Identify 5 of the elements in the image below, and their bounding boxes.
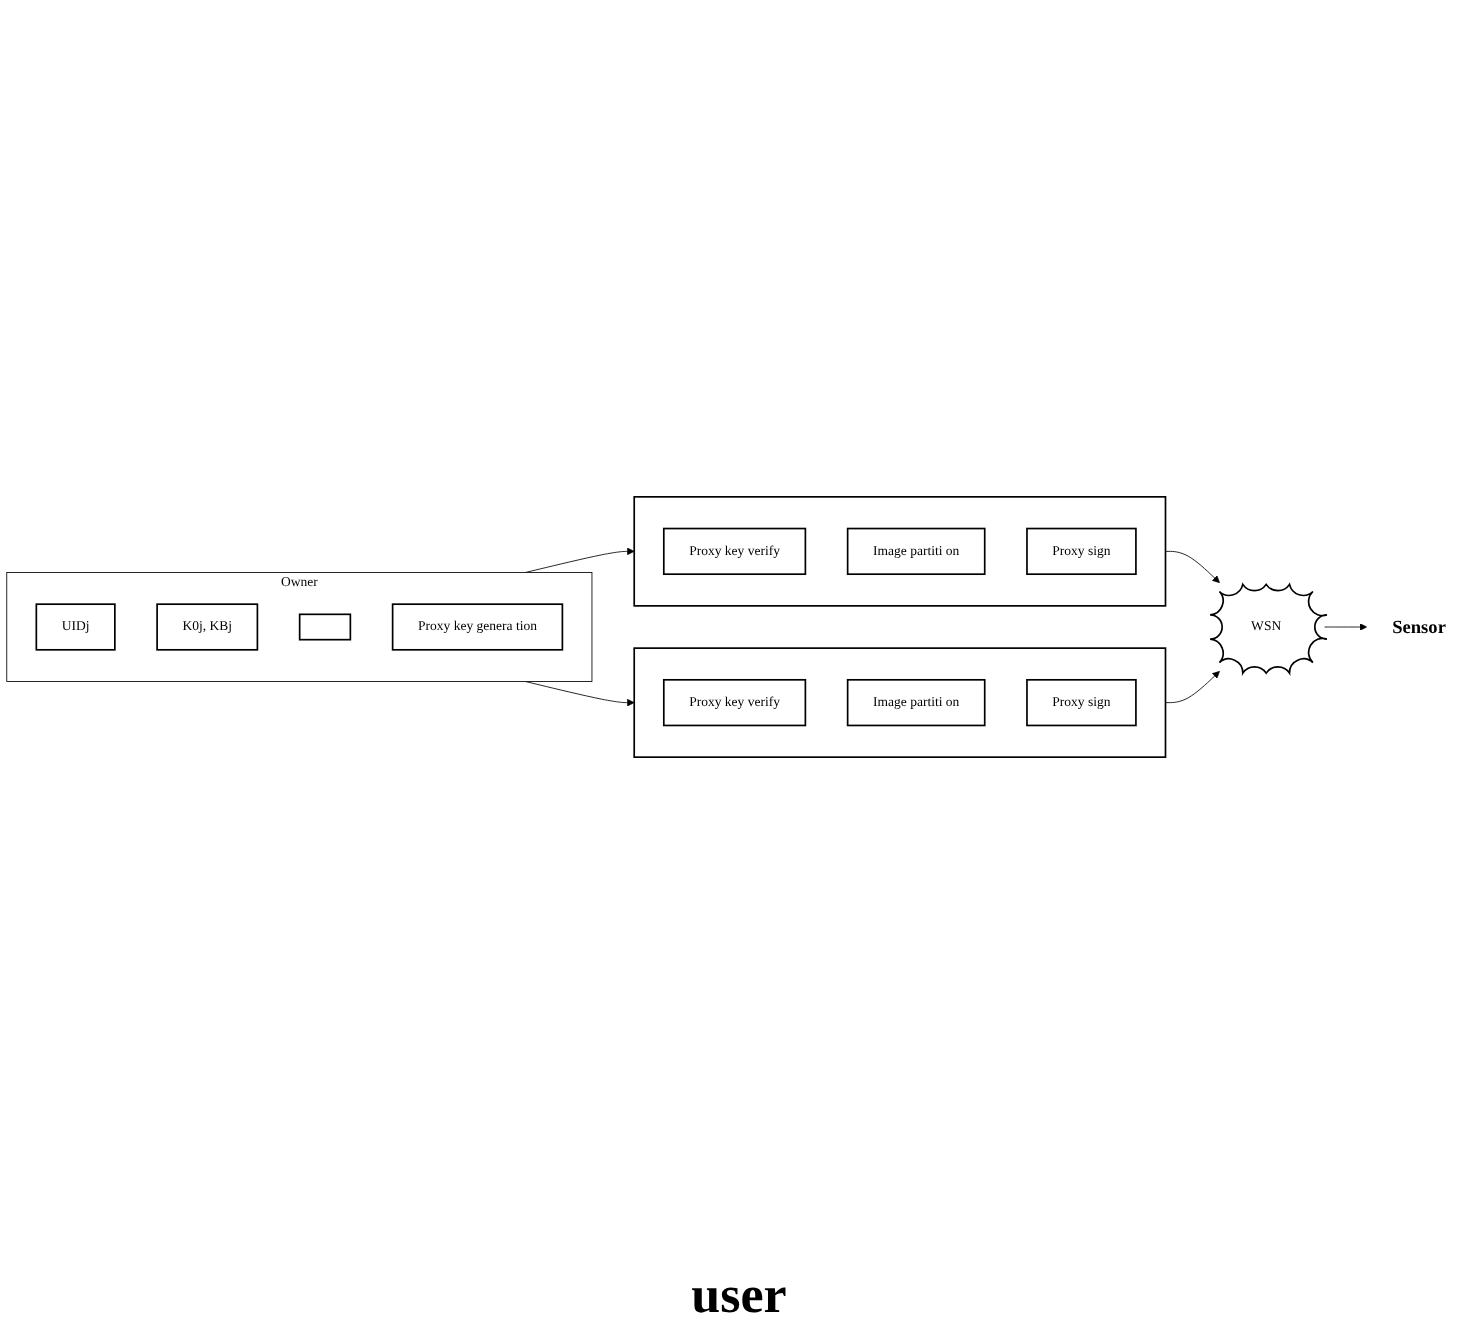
node-box bbox=[298, 613, 352, 641]
node-text: Sensor bbox=[1392, 616, 1446, 638]
cluster bbox=[633, 647, 1167, 758]
group-label: user bbox=[691, 1266, 787, 1324]
cluster bbox=[633, 496, 1167, 607]
